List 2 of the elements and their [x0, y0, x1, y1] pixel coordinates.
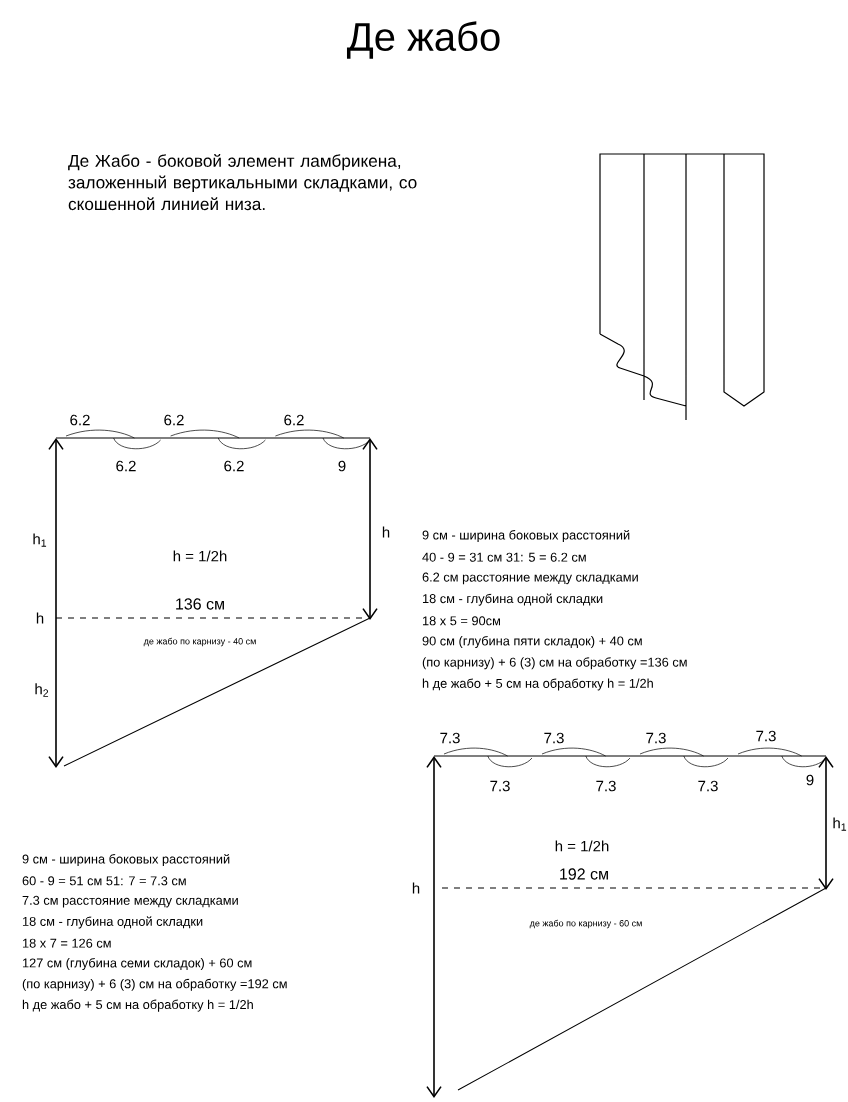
- title: Де жабо: [347, 21, 500, 59]
- description-text: Де Жабо - боковой элемент ламбрикена, заложенный вертикальными складками, со скошенной линией низа.: [68, 154, 417, 211]
